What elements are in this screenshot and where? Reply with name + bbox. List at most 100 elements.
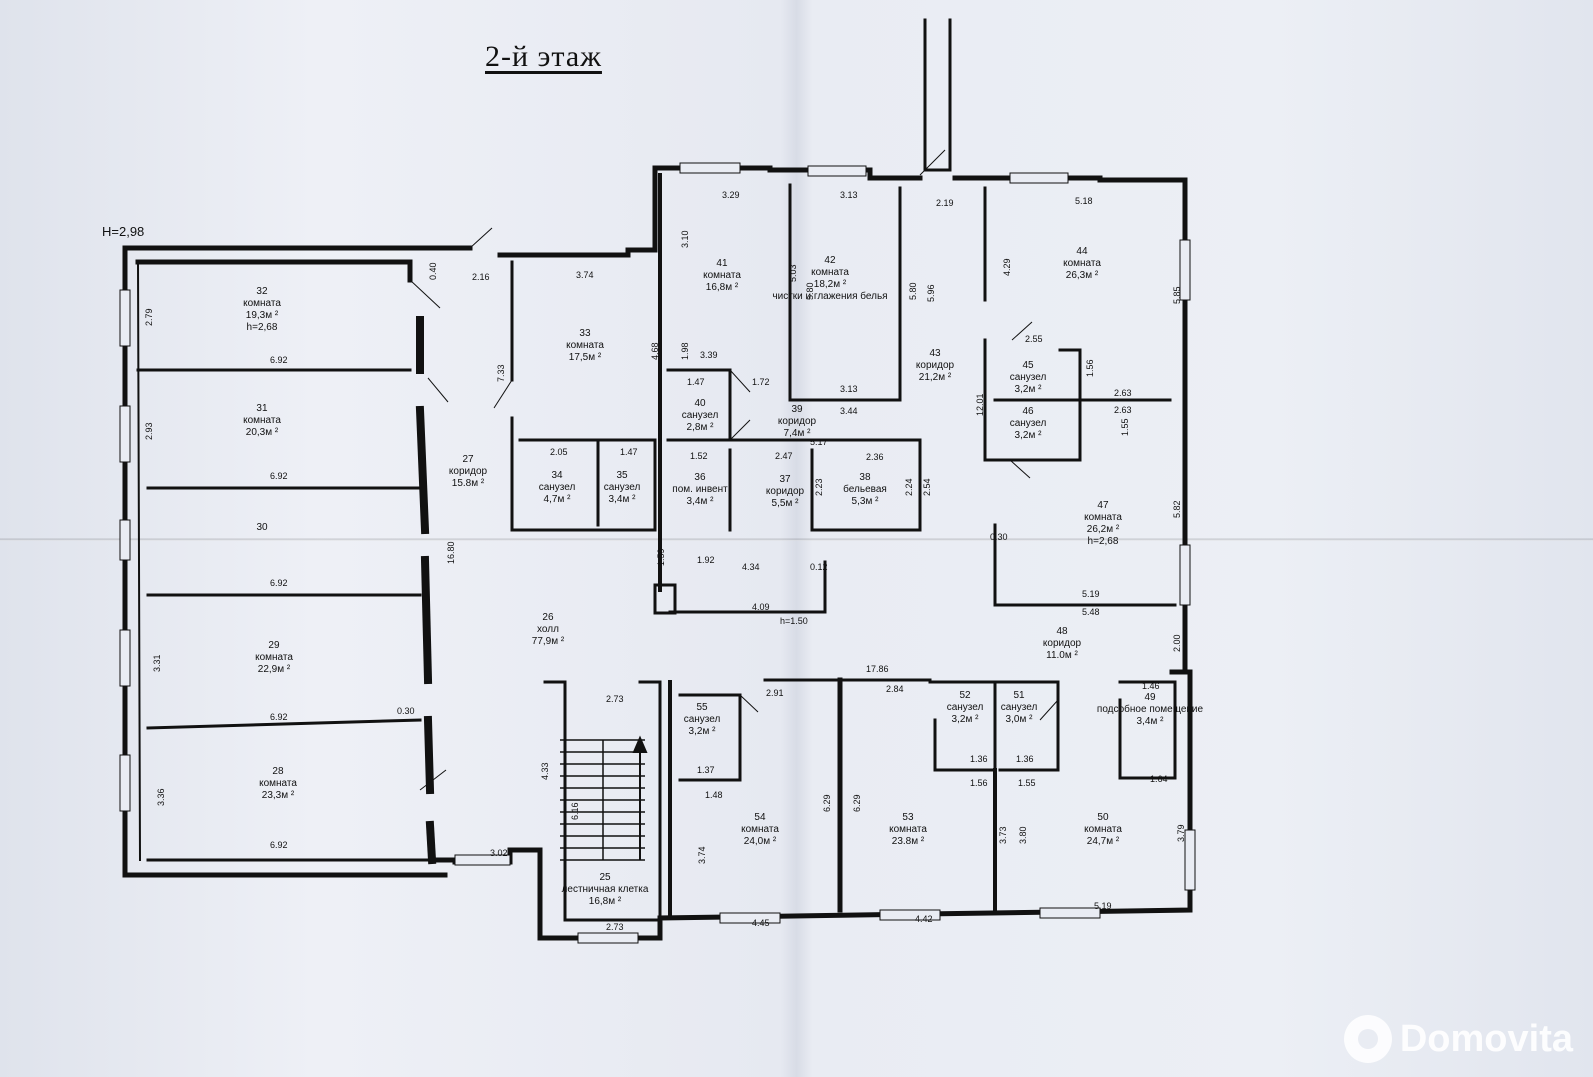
dimension-label-vertical: 6.29	[852, 794, 862, 812]
wall-room-33	[497, 165, 773, 258]
wall-chimney	[923, 18, 952, 172]
dimension-label: 2.63	[1114, 388, 1132, 398]
dimension-label: 2.55	[1025, 334, 1043, 344]
windows	[119, 162, 1196, 944]
room-num: 28	[272, 766, 284, 777]
dimension-label-vertical: 2.23	[814, 478, 824, 496]
dimension-label: 0.12	[810, 562, 828, 572]
room-num: 37	[779, 474, 791, 485]
wall-42-bottom	[788, 186, 902, 402]
dimension-label: 3.39	[700, 350, 718, 360]
room-num: 39	[791, 404, 803, 415]
dimension-label: 2.84	[886, 684, 904, 694]
dimension-label: 1.56	[970, 778, 988, 788]
dimension-label-vertical: 3.73	[998, 826, 1008, 844]
room-area: 23,3м ²	[261, 790, 295, 801]
dimension-label-vertical: 5.80	[805, 282, 815, 300]
wall-51-box	[993, 680, 1060, 772]
room-area: 20,3м ²	[245, 427, 279, 438]
dimension-label: 2.63	[1114, 405, 1132, 415]
room-name: комната	[1063, 258, 1101, 269]
room-area: 3,4м ²	[608, 494, 636, 505]
dimension-label: 2.73	[606, 694, 624, 704]
wall-left-wing-outer	[122, 245, 473, 878]
wall-sanuzel-45-46	[983, 338, 1082, 462]
dimension-label: 17.86	[866, 664, 889, 674]
room-area: 3,2м ²	[1014, 430, 1042, 441]
dimension-label-vertical: 12.01	[975, 393, 985, 416]
room-num: 49	[1144, 692, 1156, 703]
room-area: 18,2м ²	[813, 279, 847, 290]
room-name: санузел	[1000, 702, 1038, 713]
room-num: 47	[1097, 500, 1109, 511]
room-name: подсобное помещение	[1096, 704, 1204, 715]
dimension-label-vertical: 1.56	[1085, 359, 1095, 377]
room-extra: h=2,68	[246, 322, 278, 333]
dimension-label: 6.92	[270, 578, 288, 588]
corridor-wall-3	[420, 555, 433, 685]
dimension-label: 1.64	[1150, 774, 1168, 784]
dimension-label: 6.92	[270, 840, 288, 850]
paper-fold	[0, 538, 1593, 541]
wall-column	[653, 583, 677, 615]
room-num: 50	[1097, 812, 1109, 823]
dimension-label-vertical: 2.79	[144, 308, 154, 326]
stair-treads	[560, 739, 645, 861]
room-name: комната	[889, 824, 927, 835]
room-name: санузел	[683, 714, 721, 725]
room-name: комната	[255, 652, 293, 663]
room-num: 33	[579, 328, 591, 339]
dimension-label: 4.34	[742, 562, 760, 572]
dimension-label: 0.30	[397, 706, 415, 716]
dimension-label-vertical: 3.79	[1176, 824, 1186, 842]
room-num: 51	[1013, 690, 1025, 701]
room-area: 19,3м ²	[245, 310, 279, 321]
room-area: 26,3м ²	[1065, 270, 1099, 281]
room-name: санузел	[681, 410, 719, 421]
room-area: 16,8м ²	[705, 282, 739, 293]
dimension-label: 3.13	[840, 384, 858, 394]
dimension-label: 1.36	[970, 754, 988, 764]
dimension-label-vertical: 5.03	[788, 264, 798, 282]
room-num: 30	[256, 522, 268, 533]
dimension-label: 4.09	[752, 602, 770, 612]
dimension-label-vertical: 2.24	[904, 478, 914, 496]
wall-bottom-mid	[429, 669, 1193, 941]
room-num: 42	[824, 255, 836, 266]
room-num: 54	[754, 812, 766, 823]
wall-49-box	[1118, 680, 1177, 780]
corridor-wall-5	[425, 820, 437, 865]
dimension-label-vertical: 2.54	[922, 478, 932, 496]
room-area: 2,8м ²	[686, 422, 714, 433]
dimension-label: 2.91	[766, 688, 784, 698]
dimension-label: 5.19	[1094, 901, 1112, 911]
room-num: 31	[256, 403, 268, 414]
watermark: Domovita	[1343, 1015, 1573, 1063]
dimension-label-vertical: 3.36	[156, 788, 166, 806]
room-name: санузел	[1009, 372, 1047, 383]
room-name: санузел	[1009, 418, 1047, 429]
dimension-label-vertical: 0.40	[428, 262, 438, 280]
dimension-label: 3.44	[840, 406, 858, 416]
room-num: 36	[694, 472, 706, 483]
wall-sanuzel-34-35	[510, 438, 657, 532]
room-name: комната	[259, 778, 297, 789]
corridor-wall-4	[423, 715, 435, 795]
dimension-label-vertical: 3.10	[680, 230, 690, 248]
room-num: 41	[716, 258, 728, 269]
room-name: коридор	[777, 416, 817, 427]
dimension-label: 1.92	[697, 555, 715, 565]
stair-arrow	[632, 735, 648, 860]
